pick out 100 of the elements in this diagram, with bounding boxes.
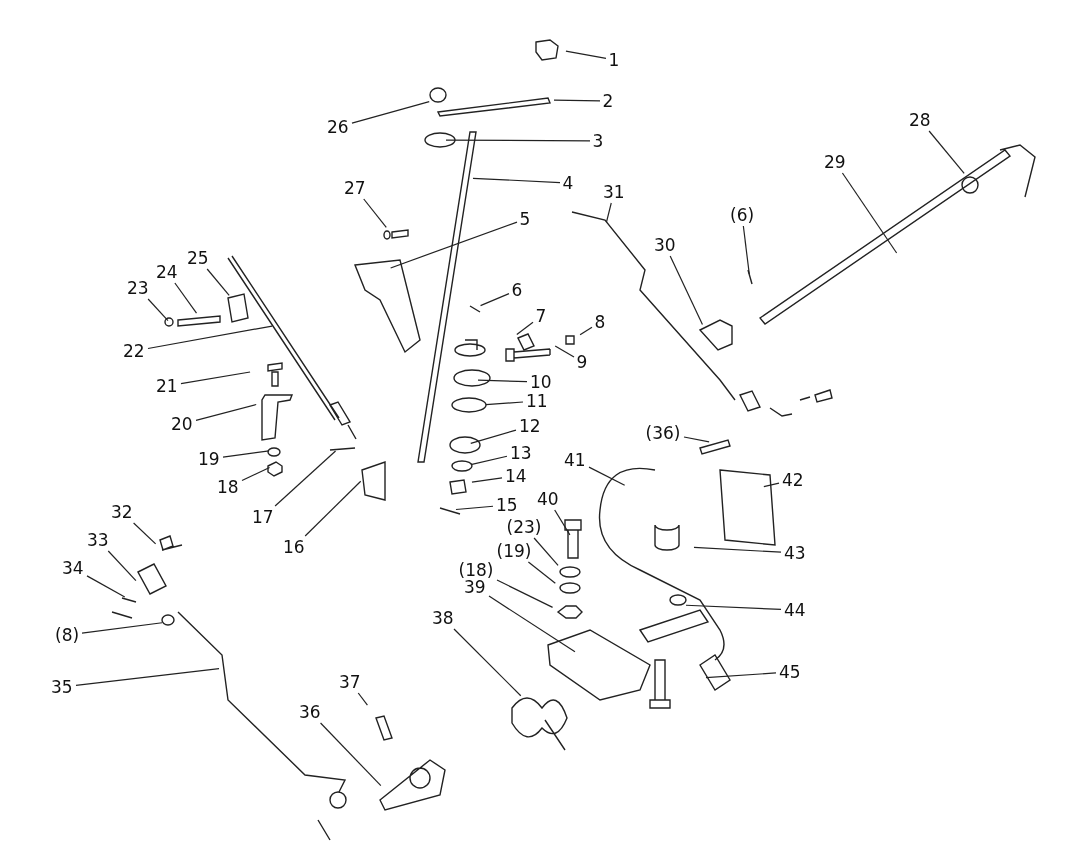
callout-number: 1 — [607, 50, 621, 70]
leader-line — [304, 480, 362, 537]
leader-line — [133, 522, 157, 545]
callout-number: 29 — [823, 152, 847, 172]
callout-number: (8) — [54, 625, 81, 645]
leader-line — [75, 668, 220, 686]
leader-line — [477, 379, 528, 383]
callout-number: 16 — [282, 537, 306, 557]
leader-line — [86, 575, 126, 598]
leader-line — [579, 326, 593, 336]
callout-number: 14 — [504, 466, 528, 486]
callout-number: 18 — [216, 477, 240, 497]
leader-line — [683, 436, 710, 443]
leader-line — [453, 628, 522, 697]
leader-line — [107, 550, 137, 582]
leader-line — [363, 198, 387, 228]
callout-number: 31 — [602, 182, 626, 202]
callout-number: (23) — [505, 517, 543, 537]
leader-line — [206, 268, 230, 296]
leader-line — [195, 403, 257, 421]
leader-line — [174, 282, 198, 314]
leader-line — [588, 466, 626, 486]
callout-number: 24 — [155, 262, 179, 282]
callout-number: 9 — [575, 352, 589, 372]
callout-number: 41 — [563, 450, 587, 470]
leader-line — [553, 99, 601, 102]
callout-number: 10 — [529, 372, 553, 392]
callout-number: (18) — [457, 560, 495, 580]
callout-number: 42 — [781, 470, 805, 490]
leader-line — [357, 692, 368, 706]
callout-number: 44 — [783, 600, 807, 620]
callout-number: 32 — [110, 502, 134, 522]
callout-number: 40 — [536, 489, 560, 509]
leader-line — [527, 561, 556, 584]
leader-line — [222, 450, 270, 458]
leader-line — [470, 429, 517, 444]
leader-line — [241, 466, 271, 482]
callout-number: 11 — [525, 391, 549, 411]
callout-number: 13 — [509, 443, 533, 463]
leader-line — [180, 371, 251, 385]
leader-line — [147, 298, 169, 322]
leader-line — [496, 579, 554, 608]
callout-number: 23 — [126, 278, 150, 298]
leader-line — [488, 595, 576, 653]
callout-number: 33 — [86, 530, 110, 550]
callout-number: 8 — [593, 312, 607, 332]
callout-number: 21 — [155, 376, 179, 396]
leader-line — [516, 321, 534, 335]
leader-line — [554, 345, 575, 358]
leader-line — [485, 401, 524, 406]
callout-number: 20 — [170, 414, 194, 434]
leader-line — [705, 672, 777, 679]
callout-number: 36 — [298, 702, 322, 722]
callout-number: 30 — [653, 235, 677, 255]
leader-line — [685, 604, 782, 610]
leader-line — [81, 622, 163, 634]
callout-number: 28 — [908, 110, 932, 130]
callout-number: 26 — [326, 117, 350, 137]
leader-line — [472, 177, 561, 184]
callout-number: 7 — [534, 306, 548, 326]
leader-line — [554, 509, 571, 536]
leader-line — [605, 202, 612, 223]
leader-line — [471, 477, 503, 483]
callout-number: 4 — [561, 173, 575, 193]
callout-number: 45 — [778, 662, 802, 682]
leader-line — [445, 139, 591, 142]
callout-number: 12 — [518, 416, 542, 436]
callout-number: 6 — [510, 280, 524, 300]
leader-line — [390, 221, 518, 269]
leader-line — [147, 325, 273, 350]
callout-number: 25 — [186, 248, 210, 268]
leader-line — [928, 130, 965, 174]
leader-line — [470, 455, 508, 466]
callout-number: (6) — [729, 205, 756, 225]
callout-number: 34 — [61, 558, 85, 578]
callout-number: 39 — [463, 577, 487, 597]
leader-line — [319, 722, 382, 787]
leader-line — [533, 537, 559, 567]
callout-number: 17 — [251, 507, 275, 527]
leader-line — [841, 172, 898, 254]
callout-number: 19 — [197, 449, 221, 469]
callout-number: 3 — [591, 131, 605, 151]
callout-number: 38 — [431, 608, 455, 628]
callout-number: 15 — [495, 495, 519, 515]
callout-number: 43 — [783, 543, 807, 563]
leader-line — [274, 450, 337, 507]
leader-line — [351, 101, 430, 124]
callout-number: 37 — [338, 672, 362, 692]
callout-number: 2 — [601, 91, 615, 111]
leader-line — [742, 225, 750, 275]
leader-line — [455, 505, 494, 511]
leader-line — [763, 482, 780, 488]
callout-number: 35 — [50, 677, 74, 697]
callout-number: 27 — [343, 178, 367, 198]
callout-number: (19) — [495, 541, 533, 561]
leader-line — [565, 50, 607, 60]
leader-line — [693, 546, 782, 553]
callout-number: 22 — [122, 341, 146, 361]
callout-number: 5 — [518, 209, 532, 229]
callout-number: (36) — [644, 423, 682, 443]
